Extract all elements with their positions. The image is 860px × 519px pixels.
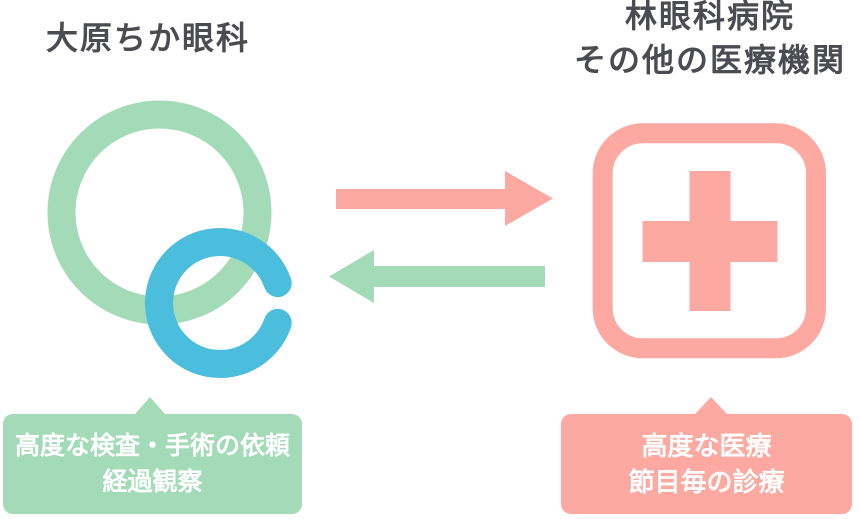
referral-arrow-right-icon (336, 171, 553, 226)
hospital-bubble-line2: 節目毎の診療 (628, 467, 785, 497)
clinic-bubble-line2: 経過観察 (102, 468, 203, 496)
hospital-title: 林眼科病院 その他の医療機関 (555, 0, 860, 82)
arrow-left-shape (329, 250, 545, 303)
return-arrow-left-icon (329, 250, 545, 303)
blue-c-ring-icon (145, 228, 292, 378)
clinic-bubble-line1: 高度な検査・手術の依頼 (14, 432, 290, 460)
hospital-bubble: 高度な医療 節目毎の診療 (561, 397, 852, 514)
clinic-bubble-tail (135, 397, 165, 414)
hospital-cross-icon (592, 123, 827, 359)
hospital-bubble-tail (695, 397, 727, 414)
clinic-title: 大原ちか眼科 (46, 20, 251, 56)
hospital-title-line1: 林眼科病院 (624, 0, 795, 34)
cross-vertical-bar (689, 171, 731, 311)
clinic-bubble: 高度な検査・手術の依頼 経過観察 (3, 397, 302, 514)
hospital-bubble-line1: 高度な医療 (641, 431, 772, 461)
hospital-title-line2: その他の医療機関 (573, 42, 846, 78)
arrow-right-shape (336, 171, 553, 226)
hospital-frame-shape (592, 123, 827, 359)
clinic-logo-icon (47, 100, 292, 378)
